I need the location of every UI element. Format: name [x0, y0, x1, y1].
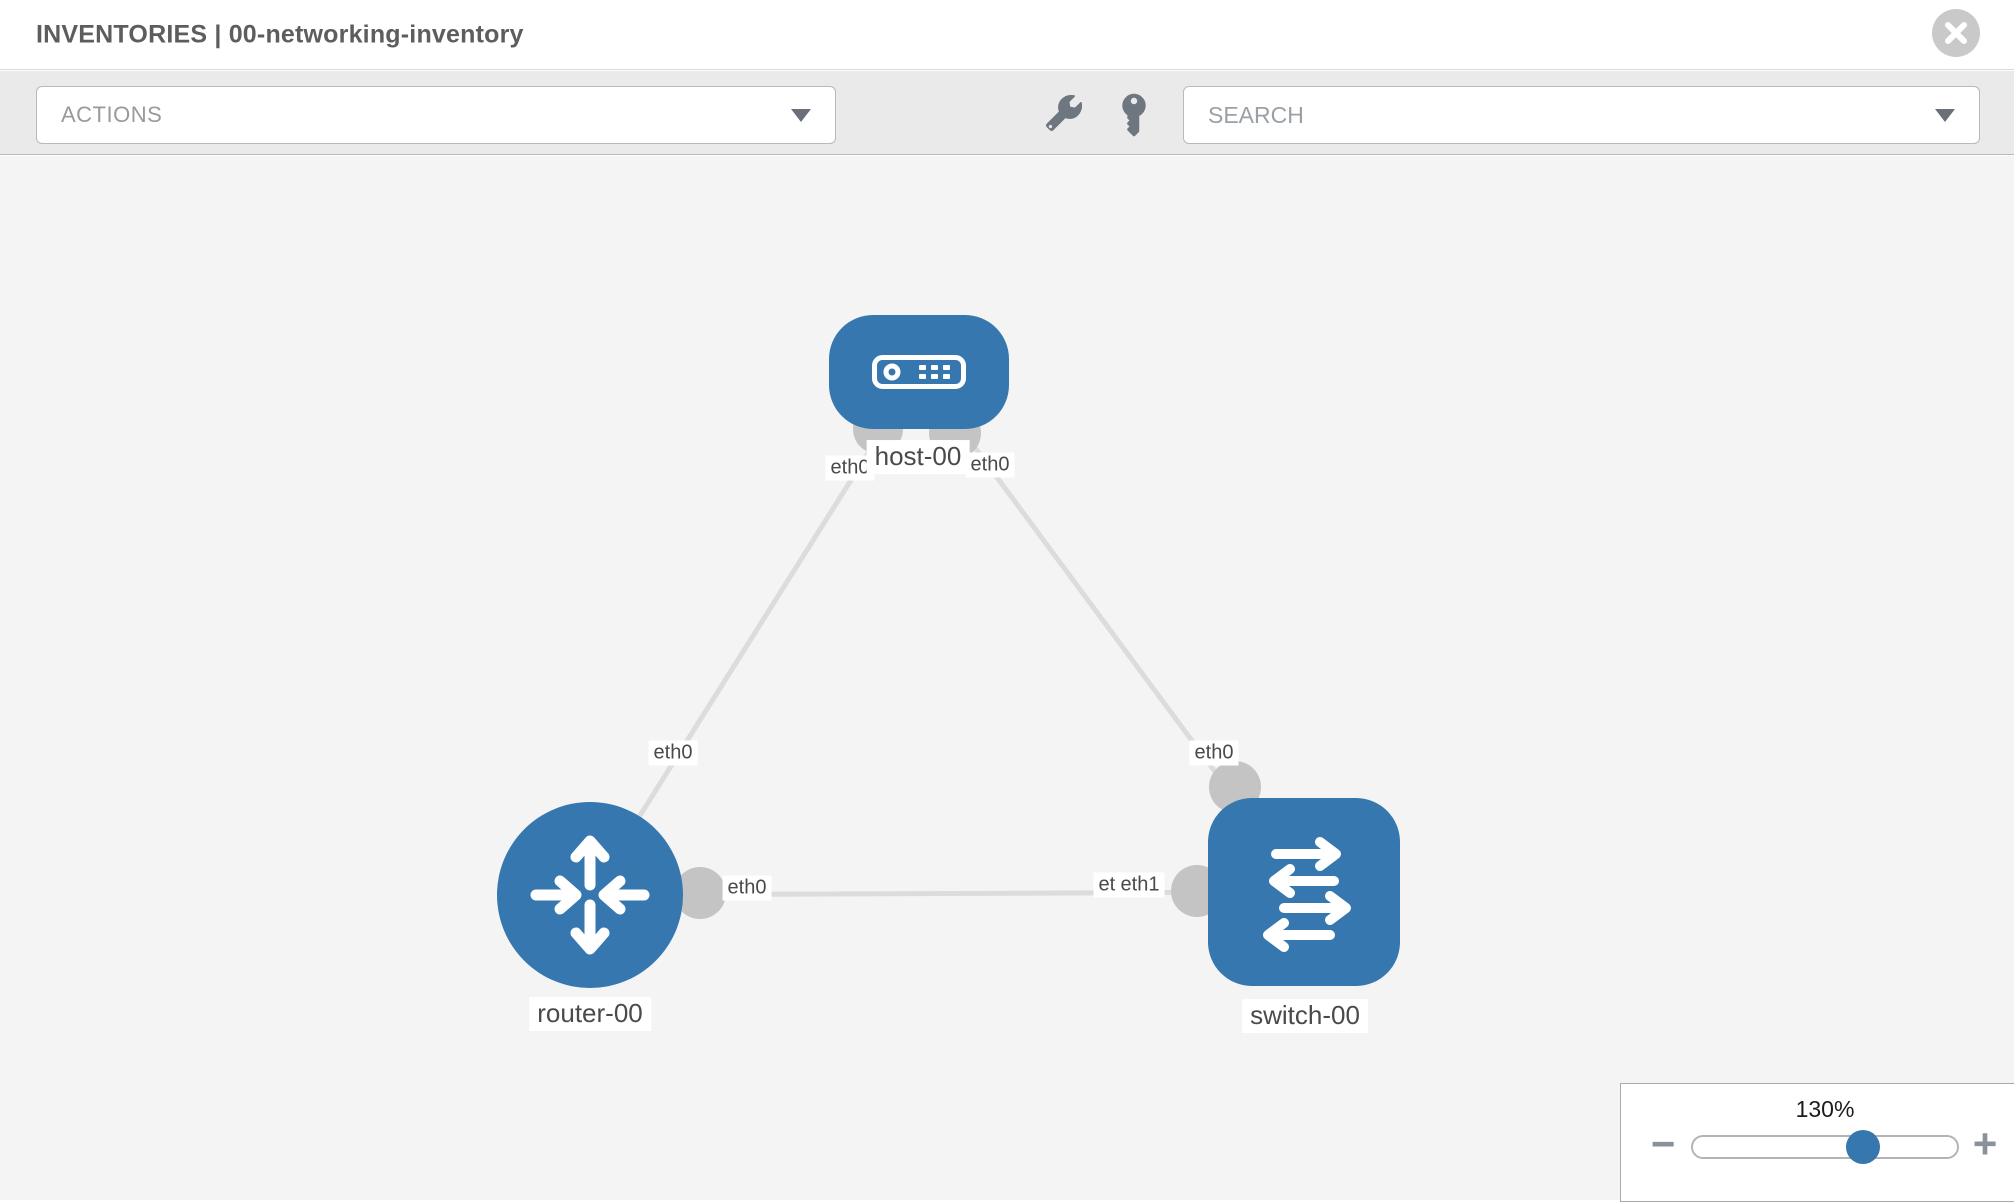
node-label-host: host-00: [867, 440, 970, 474]
interface-label: eth0: [966, 453, 1015, 478]
zoom-panel: 130% − +: [1620, 1083, 2014, 1202]
node-host-00[interactable]: [829, 315, 1009, 429]
search-container: [1183, 86, 1980, 144]
zoom-level: 130%: [1796, 1096, 1855, 1123]
key-button[interactable]: [1112, 91, 1156, 135]
node-label-switch: switch-00: [1242, 999, 1368, 1033]
interface-label: eth0: [723, 876, 772, 901]
configure-button[interactable]: [1042, 91, 1086, 135]
node-switch-00[interactable]: [1208, 798, 1400, 986]
chevron-down-icon: [791, 109, 811, 122]
interface-label: eth0: [649, 741, 698, 766]
actions-dropdown-label: ACTIONS: [61, 102, 162, 128]
zoom-out-button[interactable]: −: [1641, 1122, 1685, 1166]
router-icon: [520, 825, 660, 965]
search-input[interactable]: [1208, 102, 1935, 129]
zoom-slider-thumb[interactable]: [1846, 1130, 1880, 1164]
actions-dropdown[interactable]: ACTIONS: [36, 86, 836, 144]
close-button[interactable]: [1932, 9, 1980, 57]
key-icon: [1110, 89, 1158, 137]
close-icon: [1944, 21, 1968, 45]
page-title: INVENTORIES | 00-networking-inventory: [36, 20, 524, 49]
page-header: INVENTORIES | 00-networking-inventory: [0, 0, 2014, 70]
node-router-00[interactable]: [497, 802, 683, 988]
topology-canvas[interactable]: eth0 host-00 eth0 eth0 eth0 eth0 eth0 et…: [0, 156, 2014, 1200]
interface-label: eth0: [1190, 741, 1239, 766]
wrench-icon: [1046, 95, 1082, 131]
interface-label: eth1: [1116, 873, 1165, 898]
toolbar: ACTIONS: [0, 71, 2014, 155]
host-icon: [872, 355, 966, 389]
switch-icon: [1242, 830, 1366, 954]
zoom-in-button[interactable]: +: [1963, 1122, 2007, 1166]
topology-links-layer: [0, 156, 2014, 1200]
node-label-router: router-00: [529, 997, 651, 1031]
search-chevron-down-icon: [1935, 109, 1955, 122]
zoom-slider-track[interactable]: [1691, 1135, 1959, 1159]
